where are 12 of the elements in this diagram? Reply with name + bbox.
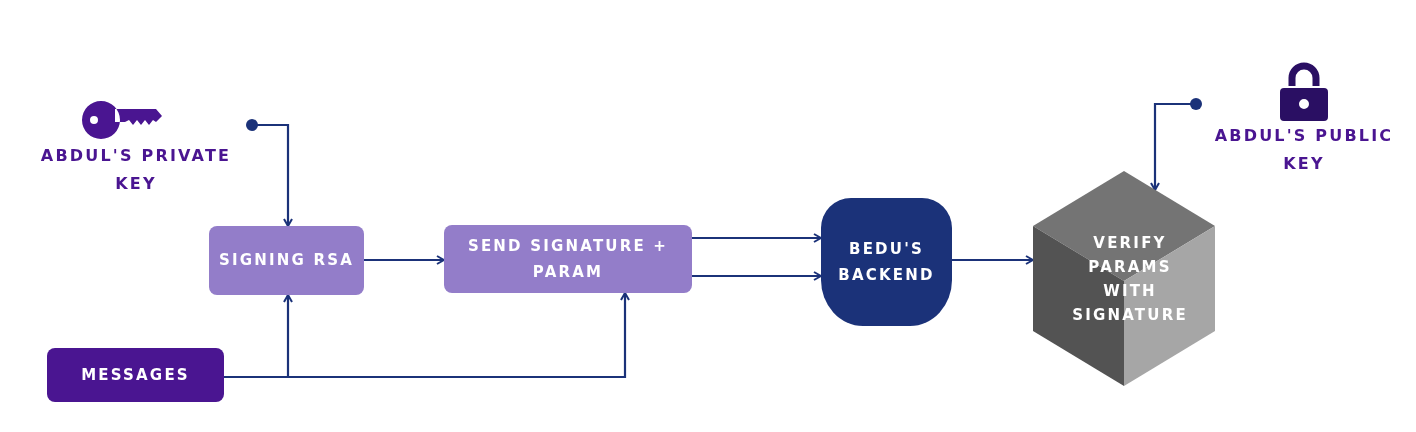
arrow bbox=[246, 119, 293, 227]
arrow bbox=[364, 255, 445, 265]
arrow bbox=[692, 233, 822, 243]
backend-shape: BEDU'S BACKEND bbox=[821, 198, 952, 326]
input-box: MESSAGES bbox=[47, 348, 224, 402]
process-box: SIGNING RSA bbox=[209, 226, 364, 295]
arrow bbox=[952, 255, 1034, 265]
process-box: SEND SIGNATURE + PARAM bbox=[444, 225, 692, 293]
arrow bbox=[692, 271, 822, 281]
key-label: ABDUL'S PRIVATE KEY bbox=[39, 145, 233, 195]
key-label: ABDUL'S PUBLIC KEY bbox=[1213, 125, 1395, 175]
arrow bbox=[1150, 98, 1202, 191]
